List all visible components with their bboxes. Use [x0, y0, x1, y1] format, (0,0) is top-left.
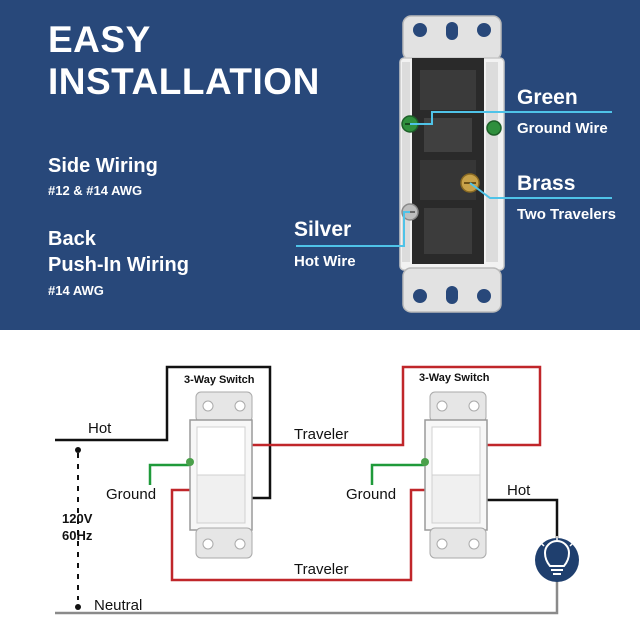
ground-right-label: Ground — [346, 486, 397, 503]
frequency-label: 60Hz — [62, 528, 93, 543]
back-wiring-gauge: #14 AWG — [48, 283, 104, 298]
traveler-wire-top — [252, 365, 542, 447]
neutral-label: Neutral — [94, 597, 143, 614]
traveler-wire-bottom — [170, 488, 427, 582]
back-wiring-title-line-1: Back — [48, 228, 96, 250]
hot-line-label: Hot — [88, 420, 112, 437]
three-way-switch-1 — [186, 391, 253, 559]
green-ground-screw-right — [486, 120, 502, 136]
title-line-1: EASY — [48, 19, 151, 60]
brass-callout-line — [469, 182, 612, 199]
title-line-2: INSTALLATION — [48, 61, 320, 102]
installation-panel — [0, 0, 640, 330]
neutral-wire — [55, 580, 559, 615]
voltage-label: 120V — [62, 511, 93, 526]
traveler-bottom-label: Traveler — [294, 561, 349, 578]
hot-line-wire — [55, 365, 272, 500]
hot-load-label: Hot — [507, 482, 531, 499]
ground-wire-left — [148, 463, 190, 485]
ground-wire-right — [370, 463, 427, 485]
ground-left-label: Ground — [106, 486, 157, 503]
silver-callout-line — [296, 211, 410, 247]
switch-strap-bottom — [402, 267, 502, 313]
side-wiring-gauge: #12 & #14 AWG — [48, 183, 143, 198]
brass-callout-title: Brass — [517, 172, 576, 195]
three-way-switch-2 — [421, 391, 488, 559]
traveler-top-label: Traveler — [294, 426, 349, 443]
back-wiring-title-line-2: Push-In Wiring — [48, 254, 189, 276]
silver-callout-sub: Hot Wire — [294, 253, 356, 270]
callout-lines — [296, 111, 612, 247]
lightbulb-icon — [535, 536, 579, 582]
green-callout-line — [410, 111, 612, 125]
green-callout-sub: Ground Wire — [517, 120, 608, 137]
hot-load-wire — [485, 498, 559, 540]
switch-2-label: 3-Way Switch — [419, 372, 490, 384]
green-callout-title: Green — [517, 86, 578, 109]
silver-callout-title: Silver — [294, 218, 352, 241]
switch-back-illustration — [296, 15, 612, 313]
brass-callout-sub: Two Travelers — [517, 206, 616, 223]
side-wiring-title: Side Wiring — [48, 155, 158, 177]
switch-1-label: 3-Way Switch — [184, 374, 255, 386]
